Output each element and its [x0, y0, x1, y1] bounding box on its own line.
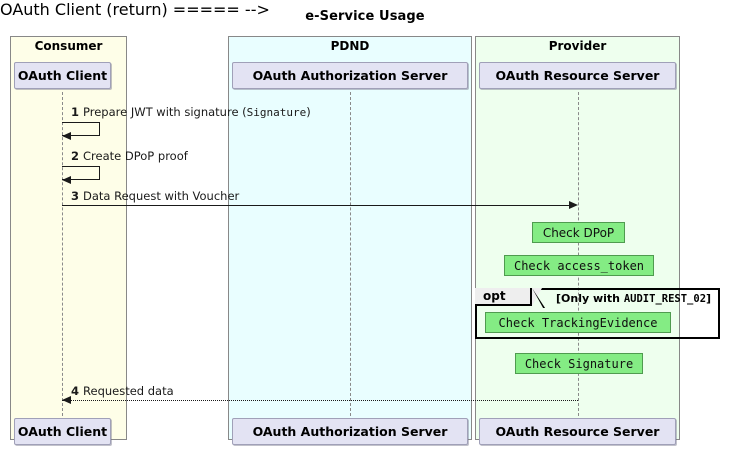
lifeline-oauth-client [62, 92, 63, 416]
opt-fragment-type-label: opt [483, 289, 506, 303]
note-check-tracking-evidence-label: Check TrackingEvidence [498, 315, 658, 330]
group-pdnd-label: PDND [330, 39, 370, 53]
opt-fragment-condition-suffix: ] [706, 292, 712, 305]
participant-oauth-client-bottom[interactable]: OAuth Client [14, 418, 111, 445]
message-1-selfcall-path [62, 122, 100, 136]
message-4-line [62, 400, 578, 401]
participant-oauth-authorization-server-bottom-label: OAuth Authorization Server [252, 424, 448, 439]
message-1-label: 1 Prepare JWT with signature (Signature) [71, 105, 311, 120]
group-consumer-label: Consumer [34, 39, 103, 53]
lifeline-oauth-resource-server [578, 92, 579, 416]
note-check-dpop-label: Check DPoP [542, 225, 615, 240]
participant-oauth-client-top-label: OAuth Client [17, 68, 108, 83]
message-2-seq: 2 [71, 149, 84, 163]
participant-oauth-authorization-server-top[interactable]: OAuth Authorization Server [232, 62, 468, 89]
message-3-label: 3 Data Request with Voucher [71, 190, 239, 203]
message-3-seq: 3 [71, 189, 84, 203]
note-check-signature: Check Signature [515, 353, 643, 374]
message-1-arrowhead [62, 132, 71, 140]
message-2-text: Create DPoP proof [83, 149, 188, 163]
message-2-arrowhead [62, 176, 71, 184]
participant-oauth-client-bottom-label: OAuth Client [17, 424, 108, 439]
participant-oauth-authorization-server-top-label: OAuth Authorization Server [252, 68, 448, 83]
opt-fragment-tab-corner [532, 288, 542, 306]
message-2-selfcall-path [62, 166, 100, 180]
participant-oauth-client-top[interactable]: OAuth Client [14, 62, 111, 89]
participant-oauth-resource-server-top-label: OAuth Resource Server [495, 68, 660, 83]
note-check-access-token: Check access_token [504, 255, 654, 276]
lifeline-oauth-authorization-server [350, 92, 351, 416]
page-title: e-Service Usage [305, 9, 425, 24]
message-4-arrowhead [62, 396, 71, 404]
opt-fragment-condition-code: AUDIT_REST_02 [623, 293, 707, 305]
message-1-text-after: ) [306, 105, 311, 119]
message-4-label: 4 Requested data [71, 385, 174, 398]
opt-fragment-tab: opt [475, 288, 532, 306]
participant-oauth-resource-server-bottom-label: OAuth Resource Server [495, 424, 660, 439]
note-check-signature-label: Check Signature [524, 356, 634, 371]
message-1-text: Prepare JWT with signature ( [83, 105, 247, 119]
message-1-code: Signature [246, 106, 307, 119]
message-3-text: Data Request with Voucher [83, 189, 240, 203]
participant-oauth-resource-server-top[interactable]: OAuth Resource Server [479, 62, 676, 89]
participant-oauth-resource-server-bottom[interactable]: OAuth Resource Server [479, 418, 676, 445]
note-check-access-token-label: Check access_token [513, 258, 645, 273]
group-consumer: Consumer [10, 36, 127, 440]
note-check-dpop: Check DPoP [532, 222, 625, 243]
message-2-label: 2 Create DPoP proof [71, 150, 188, 163]
message-4-seq: 4 [71, 384, 84, 398]
opt-fragment [475, 288, 720, 339]
message-3-arrowhead [569, 201, 578, 209]
message-1-seq: 1 [71, 105, 84, 119]
opt-fragment-condition-prefix: [Only with [556, 292, 624, 305]
participant-oauth-authorization-server-bottom[interactable]: OAuth Authorization Server [232, 418, 468, 445]
message-3-line [62, 205, 570, 206]
message-4-text: Requested data [83, 384, 174, 398]
opt-fragment-condition: [Only with AUDIT_REST_02] [556, 292, 711, 305]
group-provider-label: Provider [548, 39, 607, 53]
note-check-tracking-evidence: Check TrackingEvidence [485, 312, 671, 333]
